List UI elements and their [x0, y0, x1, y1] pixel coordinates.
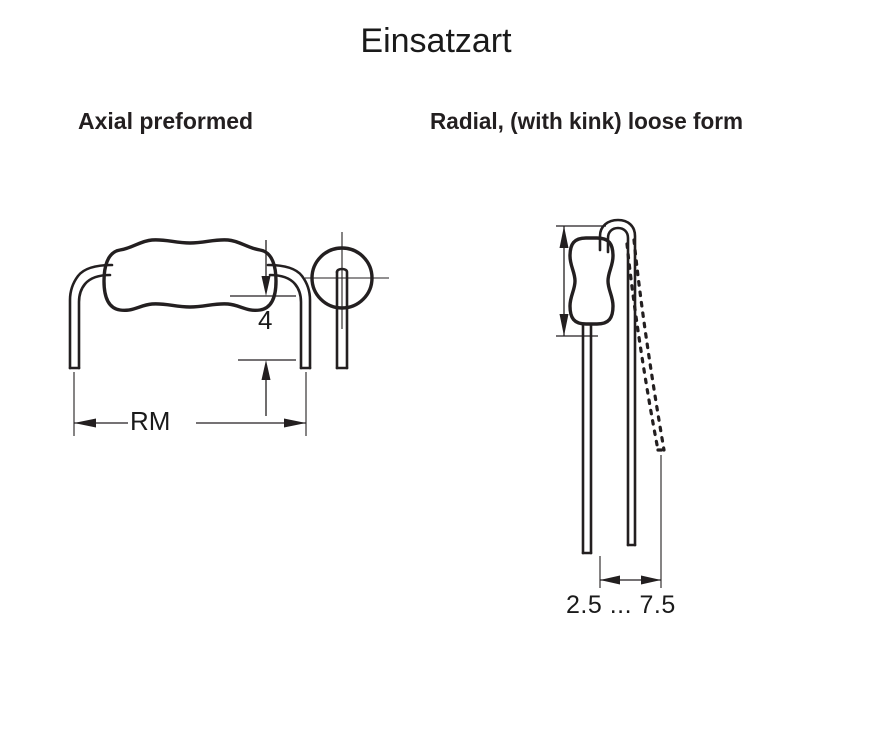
radial-spread-dimension: [599, 455, 662, 588]
spread-arrow-left-head: [600, 575, 620, 585]
radial-height-arrow-upper-head: [559, 226, 569, 248]
radial-kinked-lead-outer: [598, 218, 637, 547]
radial-kinked-lead-inner: [606, 226, 630, 547]
axial-right-lead-inner: [268, 273, 303, 370]
spread-arrow-right-head: [641, 575, 661, 585]
side-view-body-circle: [310, 246, 374, 310]
axial-left-lead-outer: [68, 263, 114, 370]
pitch-arrow-left-head: [74, 418, 96, 428]
standoff-arrow-upper-head: [261, 276, 271, 296]
radial-body-outline: [568, 236, 615, 326]
dimension-label-standoff: 4: [258, 305, 273, 335]
axial-standoff-dimension: [230, 240, 296, 416]
radial-splayed-lead-outer: [632, 238, 666, 452]
radial-splayed-lead-inner: [625, 242, 660, 452]
radial-front-view: [568, 218, 666, 555]
pitch-arrow-right-head: [284, 418, 306, 428]
standoff-arrow-lower-head: [261, 360, 271, 380]
dimension-label-spread: 2.5 ... 7.5: [566, 591, 676, 619]
radial-section-heading: Radial, (with kink) loose form: [430, 108, 744, 134]
axial-front-view: [68, 238, 312, 436]
axial-side-view: [305, 232, 389, 370]
axial-section-heading: Axial preformed: [78, 108, 254, 134]
axial-pitch-dimension: [74, 418, 306, 428]
axial-left-lead-inner: [77, 273, 112, 370]
page-title: Einsatzart: [360, 22, 512, 60]
radial-height-dimension: [556, 225, 606, 337]
axial-right-lead-outer: [266, 263, 312, 370]
dimension-label-pitch: RM: [130, 406, 171, 436]
radial-height-arrow-lower-head: [559, 314, 569, 336]
axial-body-outline: [102, 238, 278, 313]
